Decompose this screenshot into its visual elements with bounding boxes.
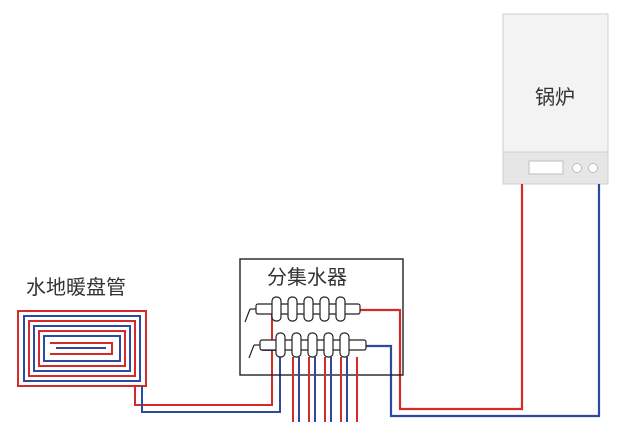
manifold-box bbox=[239, 258, 404, 376]
boiler-label: 锅炉 bbox=[535, 85, 575, 109]
coil-return-pipe bbox=[141, 349, 281, 413]
manifold: 分集水器 bbox=[239, 258, 404, 376]
valve-icon bbox=[275, 332, 350, 358]
branch-pipes bbox=[292, 357, 358, 422]
boiler-knob-icon bbox=[572, 163, 582, 173]
valve-icon bbox=[271, 296, 346, 322]
boiler-knob-icon bbox=[588, 163, 598, 173]
manifold-label: 分集水器 bbox=[267, 265, 347, 289]
boiler-supply-pipe bbox=[358, 184, 524, 411]
floor-heating-coil bbox=[17, 310, 147, 387]
coil-supply-pipe bbox=[134, 307, 273, 406]
boiler: 锅炉 bbox=[502, 13, 609, 185]
boiler-return-pipe bbox=[360, 184, 601, 418]
boiler-display-icon bbox=[528, 160, 564, 175]
floor-heating-label: 水地暖盘管 bbox=[26, 275, 126, 299]
